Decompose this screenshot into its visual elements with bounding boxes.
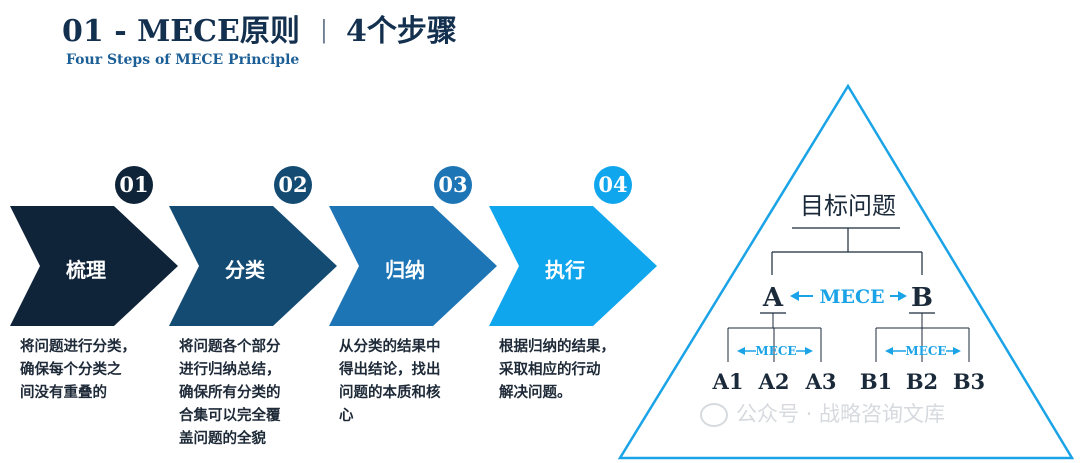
step-description-line: 采取相应的行动 (499, 362, 601, 378)
step-description-line: 确保所有分类的 (179, 385, 281, 401)
mece-small-left-head-l (737, 347, 745, 355)
mece-small-left: MECE (755, 344, 796, 358)
a-children-connector (727, 313, 822, 362)
page-subtitle: Four Steps of MECE Principle (66, 52, 300, 68)
step-arrow (10, 206, 178, 326)
step-description: 将问题各个部分进行归纳总结， 确保所有分类的合集可以完全覆盖问题的全貌 (179, 336, 319, 451)
step-description-line: 从分类的结果中 (339, 339, 441, 355)
step-label: 梳理 (66, 258, 106, 282)
step-arrow-shape (169, 206, 337, 326)
step-arrow (489, 206, 657, 326)
goal-node: 目标问题 (800, 192, 896, 220)
step-label: 分类 (225, 258, 265, 282)
node-a-child: A1 (712, 369, 744, 394)
step-description: 根据归纳的结果， 采取相应的行动解决问题。 (499, 336, 639, 405)
step-label: 归纳 (385, 258, 425, 282)
step-description-line: 间没有重叠的 (20, 385, 107, 401)
step-arrow-shape (10, 206, 178, 326)
b-children-connector (875, 313, 970, 362)
step-arrow-shape (329, 206, 497, 326)
mece-small-right-head-l (885, 347, 893, 355)
step-02: 02 分类 (169, 166, 341, 326)
step-description-line: 将问题进行分类， (20, 339, 136, 355)
mece-small-left-head-r (805, 347, 813, 355)
step-description: 从分类的结果中得出结论，找出问题的本质和核心 (339, 336, 479, 428)
node-b-child: B1 (860, 369, 892, 394)
title-steps: 4个步骤 (346, 14, 457, 49)
goal-connector (771, 227, 923, 275)
step-04: 04 执行 (489, 166, 661, 326)
step-number-badge: 02 (274, 166, 312, 204)
title-separator: | (319, 16, 328, 44)
mece-arrow-left-head (790, 291, 799, 301)
watermark-text: 公众号 · 战略咨询文库 (736, 402, 946, 426)
mece-small-right-head-r (953, 347, 961, 355)
pyramid-outline (617, 83, 1075, 460)
step-description-line: 确保每个分类之 (20, 362, 122, 378)
step-number-badge: 03 (434, 166, 472, 204)
step-description-line: 合集可以完全覆 (179, 408, 281, 424)
step-arrow (329, 206, 497, 326)
node-a-child: A2 (758, 369, 790, 394)
step-number-badge: 04 (594, 166, 632, 204)
step-description-line: 得出结论，找出 (339, 362, 441, 378)
mece-label: MECE (819, 286, 884, 308)
step-description-line: 将问题各个部分 (179, 339, 281, 355)
mece-arrow-right-head (898, 291, 907, 301)
node-b-child: B2 (906, 369, 938, 394)
step-number-badge: 01 (115, 166, 153, 204)
wechat-icon (700, 403, 728, 427)
mece-small-right: MECE (905, 344, 946, 358)
page-title: 01 - MECE原则 | 4个步骤 (62, 6, 457, 50)
step-description: 将问题进行分类， 确保每个分类之间没有重叠的 (20, 336, 160, 405)
step-description-line: 根据归纳的结果， (499, 339, 615, 355)
node-b-child: B3 (953, 369, 985, 394)
title-main: 01 - MECE原则 (62, 14, 300, 49)
watermark: 公众号 · 战略咨询文库 (700, 398, 945, 428)
step-03: 03 归纳 (329, 166, 501, 326)
step-description-line: 进行归纳总结， (179, 362, 281, 378)
node-b: B (911, 283, 933, 313)
step-arrow-shape (489, 206, 657, 326)
step-description-line: 盖问题的全貌 (179, 431, 266, 447)
step-label: 执行 (545, 258, 585, 282)
node-a: A (762, 283, 784, 313)
step-description-line: 解决问题。 (499, 385, 572, 401)
step-01: 01 梳理 (10, 166, 182, 326)
step-description-line: 问题的本质和核 (339, 385, 441, 401)
node-a-child: A3 (805, 369, 837, 394)
step-description-line: 心 (339, 408, 354, 424)
step-arrow (169, 206, 337, 326)
